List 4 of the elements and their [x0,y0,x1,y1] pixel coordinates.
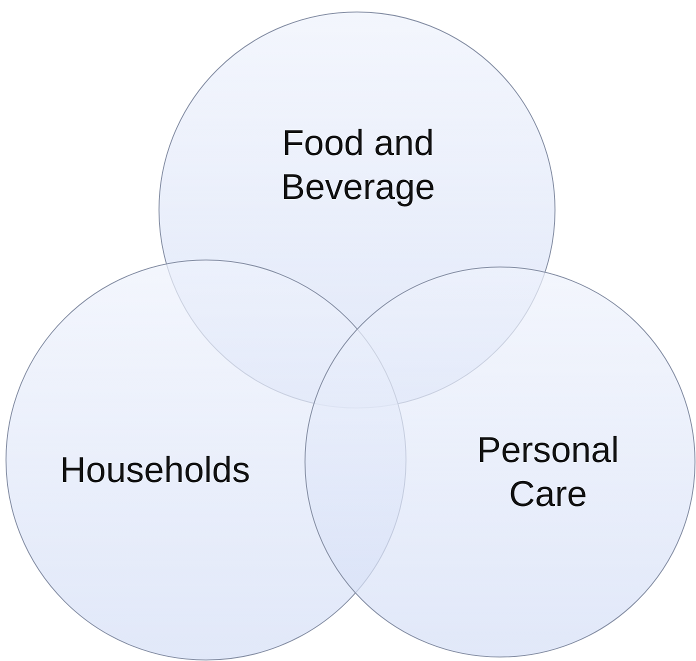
venn-circle [304,266,696,658]
circle-label: Households [58,448,252,492]
circle-label: Personal Care [476,428,620,516]
circle-label: Food and Beverage [280,121,436,209]
